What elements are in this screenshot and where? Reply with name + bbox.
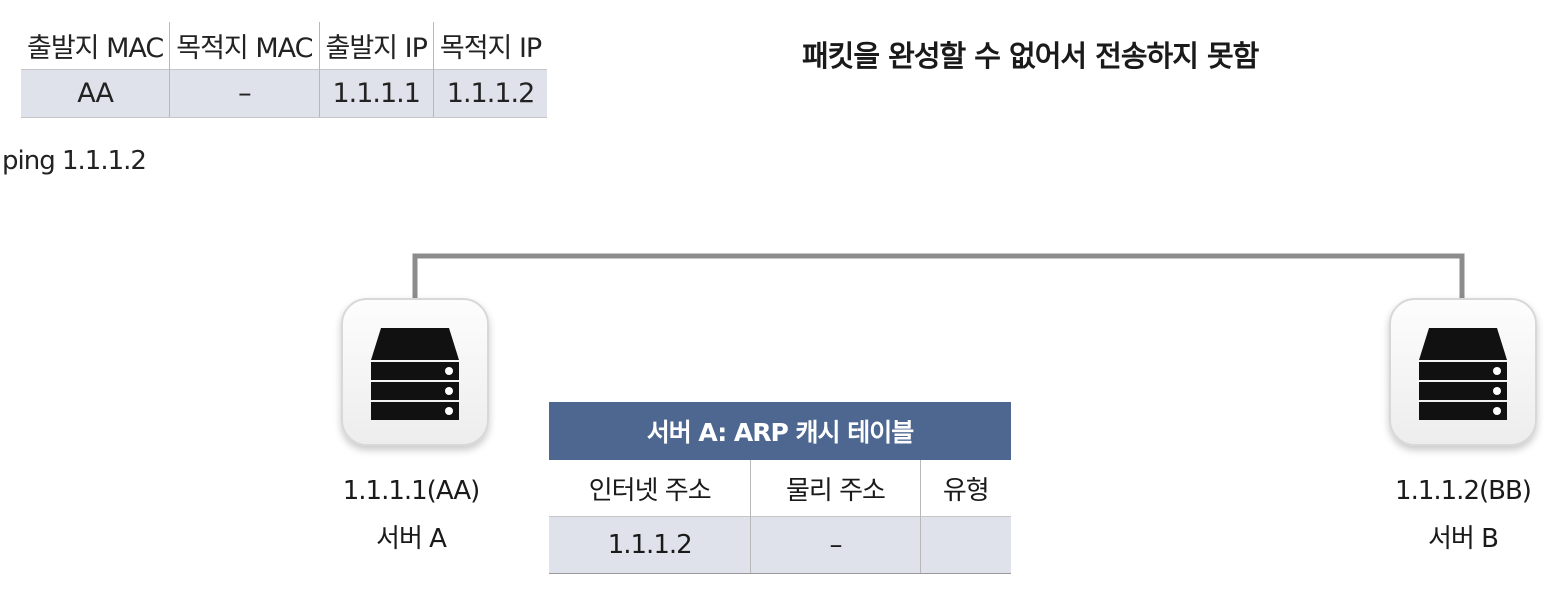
server-a-icon <box>341 298 489 446</box>
col-src-ip: 출발지 IP <box>319 22 434 70</box>
server-a-address: 1.1.1.1(AA) <box>342 476 481 506</box>
ping-command: ping 1.1.1.2 <box>2 146 147 176</box>
val-dst-ip: 1.1.1.2 <box>433 69 548 118</box>
col-src-mac: 출발지 MAC <box>21 22 171 70</box>
packet-value-row: AA – 1.1.1.1 1.1.1.2 <box>21 69 548 118</box>
col-dst-ip: 목적지 IP <box>439 33 542 64</box>
arp-row-internet-address: 1.1.1.2 <box>549 516 752 574</box>
packet-header-row: 출발지 MAC 목적지 MAC 출발지 IP 목적지 IP <box>21 22 547 70</box>
arp-row-type <box>920 516 1011 574</box>
packet-header-table: 출발지 MAC 목적지 MAC 출발지 IP 목적지 IP AA – 1.1.1… <box>21 22 548 118</box>
status-message: 패킷을 완성할 수 없어서 전송하지 못함 <box>802 39 1259 73</box>
server-b-icon <box>1389 298 1537 446</box>
arp-row: 1.1.1.2 – <box>549 516 1011 574</box>
arp-row-physical-address: – <box>750 516 921 574</box>
arp-col-internet-address: 인터넷 주소 <box>549 460 752 517</box>
arp-table-title: 서버 A: ARP 캐시 테이블 <box>549 402 1011 460</box>
arp-col-type: 유형 <box>942 475 990 506</box>
val-dst-mac: – <box>169 69 320 118</box>
arp-header-row: 인터넷 주소 물리 주소 유형 <box>549 460 1011 517</box>
server-b-address: 1.1.1.2(BB) <box>1395 476 1532 506</box>
arp-col-physical-address: 물리 주소 <box>750 460 921 517</box>
arp-title-row: 서버 A: ARP 캐시 테이블 <box>549 402 1011 460</box>
server-a-name: 서버 A <box>376 524 447 554</box>
server-b-name: 서버 B <box>1428 524 1499 554</box>
val-src-mac: AA <box>21 69 171 118</box>
val-src-ip: 1.1.1.1 <box>319 69 434 118</box>
arp-cache-table: 서버 A: ARP 캐시 테이블 인터넷 주소 물리 주소 유형 1.1.1.2… <box>549 402 1011 574</box>
col-dst-mac: 목적지 MAC <box>169 22 320 70</box>
